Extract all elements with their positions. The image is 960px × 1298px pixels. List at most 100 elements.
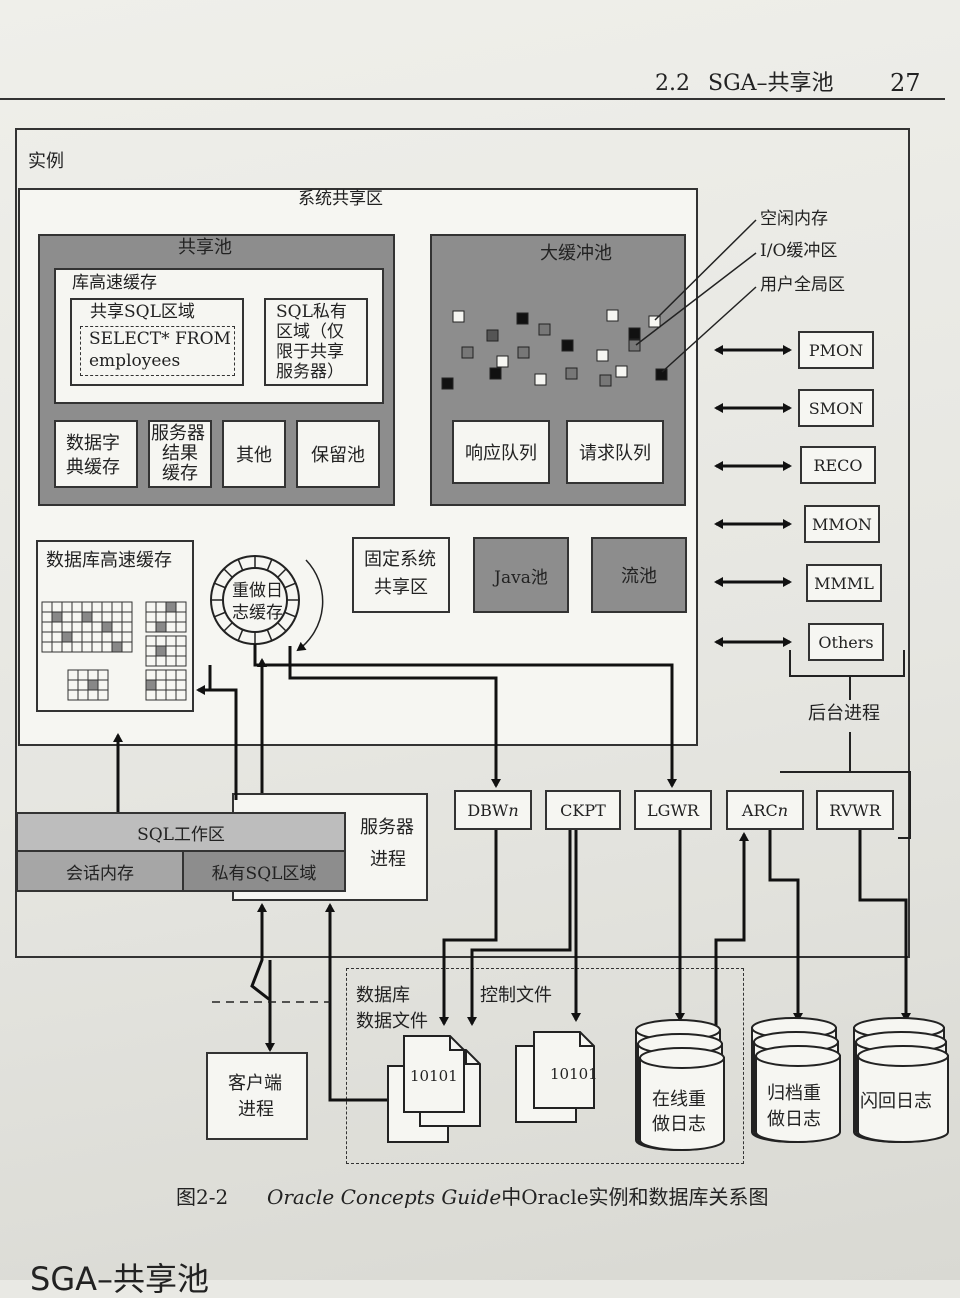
redo-ring-tick: [277, 568, 287, 578]
bg-process-arrows: [714, 345, 792, 647]
bg-process-mmml-label: MMML: [814, 573, 874, 593]
bg-process-reco-label: RECO: [813, 455, 863, 475]
private-sql-area-line4: 服务器）: [276, 362, 344, 382]
pga-free-memory-label: 空闲内存: [760, 209, 828, 229]
control-files-label: 控制文件: [480, 985, 552, 1006]
archived-redo-line2: 做日志: [767, 1109, 821, 1130]
session-memory: 会话内存: [16, 850, 184, 892]
buffer-square: [615, 365, 628, 378]
response-queue: 响应队列: [452, 420, 550, 484]
buffer-grid: [145, 635, 187, 667]
cylinder-icon: [755, 1045, 841, 1143]
header-section-title: SGA–共享池: [708, 71, 834, 96]
data-files-line1: 数据库: [356, 985, 410, 1006]
data-files-line2: 数据文件: [356, 1011, 428, 1032]
response-queue-label: 响应队列: [465, 443, 537, 464]
private-sql-area: 私有SQL区域: [182, 850, 346, 892]
data-dictionary-cache-line1: 数据字: [66, 433, 120, 454]
private-sql-area-label: 私有SQL区域: [211, 863, 317, 884]
sql-statement-line1: SELECT* FROM: [89, 329, 231, 349]
buffer-cache-grids: [41, 601, 187, 701]
session-memory-label: 会话内存: [66, 863, 134, 884]
header-section-number: 2.2: [655, 71, 690, 96]
buffer-square: [441, 377, 454, 390]
buffer-square: [516, 312, 529, 325]
server-result-cache: [148, 420, 212, 488]
buffer-square: [606, 309, 619, 322]
instance-label: 实例: [28, 151, 64, 172]
request-queue: 请求队列: [566, 420, 664, 484]
redo-log-buffer-line1: 重做日: [232, 581, 283, 601]
redo-ring-tick: [284, 611, 296, 618]
buffer-grid: [67, 669, 109, 701]
buffer-square: [452, 310, 465, 323]
process-lgwr-base: LGWR: [647, 800, 699, 820]
data-dictionary-cache-line2: 典缓存: [66, 457, 120, 478]
bg-processes-bracket: [780, 650, 911, 839]
process-rvwr: RVWR: [816, 790, 894, 830]
redo-ring-tick: [223, 622, 233, 632]
online-redo-line2: 做日志: [652, 1114, 706, 1135]
process-dbwn-base: DBW: [467, 800, 509, 820]
buffer-square: [648, 315, 661, 328]
flashback-log-label: 闪回日志: [860, 1091, 932, 1112]
private-sql-area-shared-server: [264, 298, 368, 386]
bg-process-reco: RECO: [800, 446, 876, 484]
shared-sql-area-label: 共享SQL区域: [90, 302, 195, 322]
buffer-square: [489, 367, 502, 380]
reserved-pool: 保留池: [296, 420, 380, 488]
file-document-icon: [403, 1035, 465, 1113]
buffer-square: [628, 339, 641, 352]
buffer-square: [655, 368, 668, 381]
archived-redo-line1: 归档重: [767, 1083, 821, 1104]
cylinder-icon: [639, 1047, 725, 1151]
buffer-square: [486, 329, 499, 342]
client-process-line1: 客户端: [228, 1073, 282, 1094]
bg-process-others-label: Others: [818, 632, 874, 652]
reserved-pool-label: 保留池: [311, 445, 365, 466]
control-file-text: 10101: [550, 1065, 598, 1083]
bg-process-mmml: MMML: [806, 564, 882, 602]
java-pool-label: Java池: [494, 567, 548, 588]
bg-process-smon: SMON: [798, 389, 874, 427]
buffer-square: [599, 374, 612, 387]
server-process-line2: 进程: [370, 849, 406, 870]
private-sql-area-line1: SQL私有: [276, 302, 347, 322]
bg-process-pmon: PMON: [798, 331, 874, 369]
data-dictionary-cache: [54, 420, 138, 488]
bg-process-others: Others: [808, 623, 884, 661]
redo-ring-tick: [266, 629, 273, 641]
sql-statement-box: [80, 326, 235, 376]
fixed-sga-line1: 固定系统: [364, 549, 436, 570]
buffer-square: [461, 346, 474, 359]
server-result-cache-line3: 缓存: [162, 463, 198, 484]
buffer-square: [538, 323, 551, 336]
online-redo-line1: 在线重: [652, 1089, 706, 1110]
buffer-square: [628, 327, 641, 340]
file-documents: [387, 1031, 595, 1143]
server-process-line1: 服务器: [360, 817, 414, 838]
private-sql-area-line2: 区域（仅: [276, 322, 344, 342]
buffer-grid: [145, 669, 187, 701]
file-document-icon: [533, 1031, 595, 1109]
redo-ring-tick: [223, 568, 233, 578]
background-processes-label: 后台进程: [808, 703, 880, 724]
header-rule: [0, 98, 945, 100]
buffer-square: [596, 349, 609, 362]
redo-ring-tick: [237, 559, 244, 571]
header-page-number: 27: [890, 69, 921, 97]
redo-ring-tick: [277, 622, 287, 632]
data-file-text-1: 10101: [410, 1067, 458, 1085]
large-pool-buffers: [441, 309, 668, 390]
large-pool-label: 大缓冲池: [540, 243, 612, 264]
other-area: 其他: [222, 420, 286, 488]
buffer-square: [561, 339, 574, 352]
streams-pool: 流池: [591, 537, 687, 613]
server-result-cache-line2: 结果: [162, 443, 198, 464]
request-queue-label: 请求队列: [579, 443, 651, 464]
server-result-cache-line1: 服务器: [151, 423, 205, 444]
sga-label: 系统共享区: [298, 189, 383, 209]
